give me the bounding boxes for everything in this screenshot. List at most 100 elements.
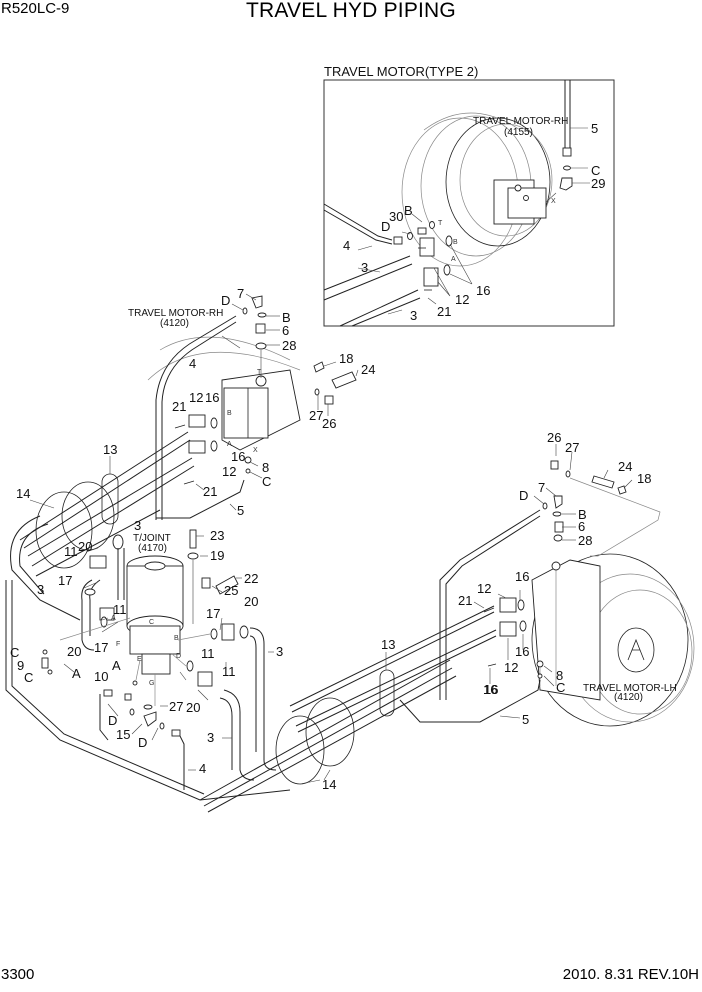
- callout: 6: [282, 323, 289, 338]
- inset-frame: [323, 79, 615, 327]
- inset-callout: 3: [410, 308, 417, 323]
- page-title: TRAVEL HYD PIPING: [246, 0, 456, 22]
- callout: D: [519, 488, 528, 503]
- port-label: C: [149, 619, 154, 626]
- callout: 4: [199, 761, 206, 776]
- callout: 13: [103, 442, 117, 457]
- revision-date: 2010. 8.31 REV.10H: [562, 966, 699, 983]
- callout: 3: [37, 582, 44, 597]
- hose-bundle-rh: [5, 431, 291, 801]
- inset-motor-label: TRAVEL MOTOR-RH: [473, 116, 568, 127]
- t-joint-assembly: T/JOINT (4170) 3 23 19 22 25 20 11 17 3 …: [10, 518, 283, 790]
- callout: 20: [78, 539, 92, 554]
- port-label: B: [174, 635, 179, 642]
- callout: 17: [58, 573, 72, 588]
- callout: 18: [637, 471, 651, 486]
- port-label: A: [451, 256, 456, 263]
- motor-lh-assembly: 26 27 24 18 D 7 B 6 28 16 12 21 16 16 12…: [289, 430, 695, 792]
- callout: 21: [172, 399, 186, 414]
- inset-motor-code: (4155): [504, 127, 533, 138]
- callout: C: [262, 474, 271, 489]
- callout: 16: [205, 390, 219, 405]
- page-number: 3300: [1, 966, 35, 983]
- callout: 15: [116, 727, 130, 742]
- inset-callout: D: [381, 219, 390, 234]
- motor-lh-code: (4120): [614, 692, 643, 703]
- port-label: X: [253, 447, 258, 454]
- callout: 16: [515, 569, 529, 584]
- callout: 3: [276, 644, 283, 659]
- port-label: A: [111, 615, 116, 622]
- callout: 11: [222, 664, 236, 679]
- callout: A: [112, 658, 121, 673]
- callout: 12: [504, 660, 518, 675]
- motor-rh-label: TRAVEL MOTOR-RH: [128, 308, 223, 319]
- callout: 26: [547, 430, 561, 445]
- callout: B: [578, 507, 587, 522]
- callout: 14: [16, 486, 30, 501]
- inset-callout: C: [591, 163, 600, 178]
- callout: 27: [309, 408, 323, 423]
- motor-rh-assembly: TRAVEL MOTOR-RH (4120) 7 D B 6 28 4 18 2…: [16, 286, 375, 520]
- callout: 12: [222, 464, 236, 479]
- callout: 12: [477, 581, 491, 596]
- callout: 7: [237, 286, 244, 301]
- callout: 11: [201, 646, 215, 661]
- port-label: B: [227, 410, 232, 417]
- callout: 14: [322, 777, 336, 792]
- callout: 4: [189, 356, 196, 371]
- port-label: B: [453, 239, 458, 246]
- inset-motor-rh-drawing: [401, 112, 553, 267]
- inset-callout: 3: [361, 260, 368, 275]
- hose-bundle-lh: [199, 652, 457, 813]
- callout: 13: [381, 637, 395, 652]
- callout: 8: [556, 668, 563, 683]
- inset-callout: B: [404, 203, 413, 218]
- callout: B: [282, 310, 291, 325]
- callout: 16: [484, 682, 498, 697]
- callout: 22: [244, 571, 258, 586]
- callout: 11: [64, 544, 78, 559]
- port-label: A: [227, 441, 232, 448]
- callout: 18: [339, 351, 353, 366]
- inset-callout: 12: [455, 292, 469, 307]
- callout: 3: [134, 518, 141, 533]
- callout: 16: [231, 449, 245, 464]
- motor-rh-code: (4120): [160, 318, 189, 329]
- callout: 23: [210, 528, 224, 543]
- inset-callout: 16: [476, 283, 490, 298]
- callout: 21: [458, 593, 472, 608]
- callout: 16: [515, 644, 529, 659]
- callout: 21: [203, 484, 217, 499]
- callout: 24: [618, 459, 632, 474]
- callout: 6: [578, 519, 585, 534]
- port-label: T: [257, 369, 262, 376]
- port-label: E: [137, 656, 142, 663]
- callout: 20: [67, 644, 81, 659]
- inset-callout: 30: [389, 209, 403, 224]
- callout: 10: [94, 669, 108, 684]
- callout: 28: [578, 533, 592, 548]
- callout: 5: [522, 712, 529, 727]
- callout: A: [72, 666, 81, 681]
- callout: 27: [565, 440, 579, 455]
- model-number: R520LC-9: [1, 0, 70, 17]
- callout: C: [24, 670, 33, 685]
- callout: 25: [224, 583, 238, 598]
- inset-title: TRAVEL MOTOR(TYPE 2): [324, 64, 478, 79]
- callout: 20: [244, 594, 258, 609]
- callout: D: [138, 735, 147, 750]
- inset-callout: 21: [437, 304, 451, 319]
- callout: 12: [189, 390, 203, 405]
- callout: 24: [361, 362, 375, 377]
- callout: 26: [322, 416, 336, 431]
- callout: 3: [207, 730, 214, 745]
- tjoint-label: T/JOINT: [133, 533, 171, 544]
- port-label: F: [116, 641, 120, 648]
- callout: 17: [94, 640, 108, 655]
- callout: D: [221, 293, 230, 308]
- port-label: T: [438, 220, 443, 227]
- callout: 19: [210, 548, 224, 563]
- callout: 11: [113, 602, 127, 617]
